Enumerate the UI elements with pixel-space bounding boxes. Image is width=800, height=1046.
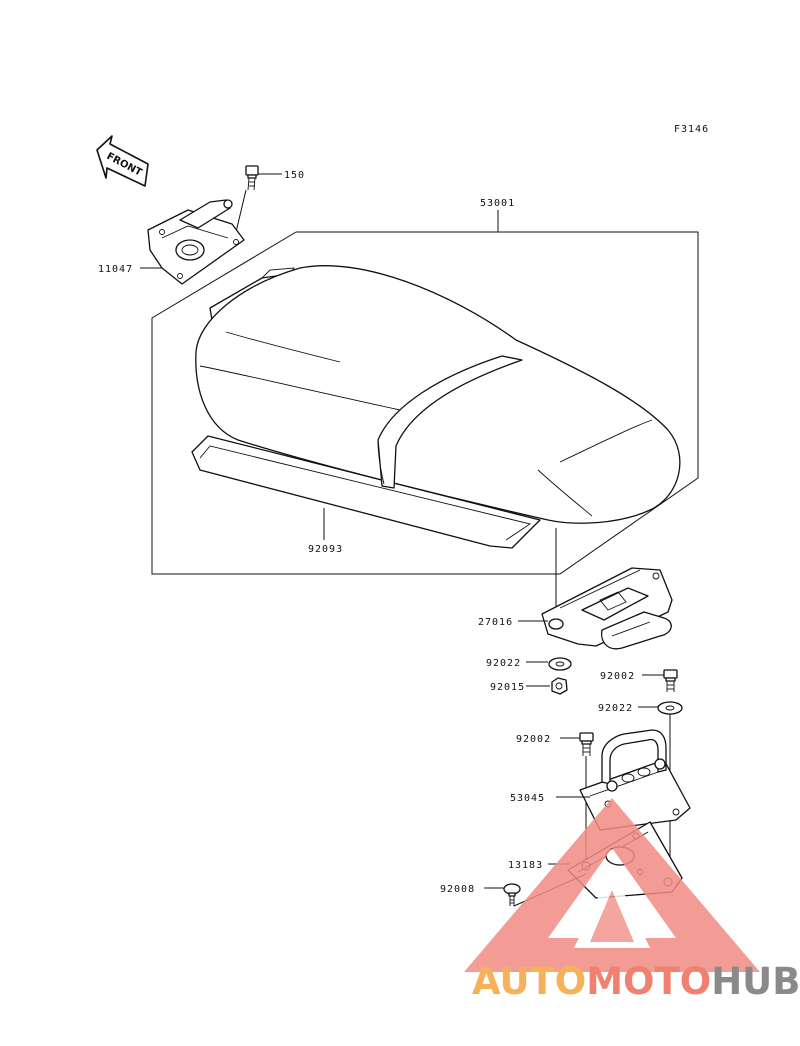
callout-92002-right: 92002 [600, 671, 635, 682]
watermark-text-hub: HUB [711, 960, 800, 1003]
front-arrow-icon: FRONT [96, 135, 149, 187]
assembly-group-box [151, 231, 699, 575]
callout-92008: 92008 [440, 884, 475, 895]
washer-92022-upper [526, 657, 572, 671]
nut-92015 [526, 677, 568, 695]
watermark-text-auto: AUTO [472, 960, 586, 1003]
callout-92002-left: 92002 [516, 734, 551, 745]
callout-150: 150 [284, 170, 305, 181]
callout-13183: 13183 [508, 860, 543, 871]
seat-53001 [195, 265, 681, 524]
watermark-logo [464, 798, 760, 972]
bolt-92002-right [642, 669, 678, 692]
latch-27016 [518, 567, 673, 650]
callout-92022-right: 92022 [598, 703, 633, 714]
callout-92022-upper: 92022 [486, 658, 521, 669]
callout-53001: 53001 [480, 198, 515, 209]
bracket-11047 [140, 199, 245, 285]
callout-11047: 11047 [98, 264, 133, 275]
callout-27016: 27016 [478, 617, 513, 628]
watermark-text: AUTOMOTOHUB [472, 960, 800, 1003]
callout-92093: 92093 [308, 544, 343, 555]
figure-id: F3146 [674, 124, 709, 135]
callout-53045: 53045 [510, 793, 545, 804]
callout-92015: 92015 [490, 682, 525, 693]
seat-base-92093 [191, 435, 541, 549]
watermark-triangle-icon [464, 798, 760, 972]
bolt-150 [235, 165, 282, 233]
bolt-92002-left [560, 732, 594, 866]
watermark-text-moto: MOTO [586, 960, 711, 1003]
